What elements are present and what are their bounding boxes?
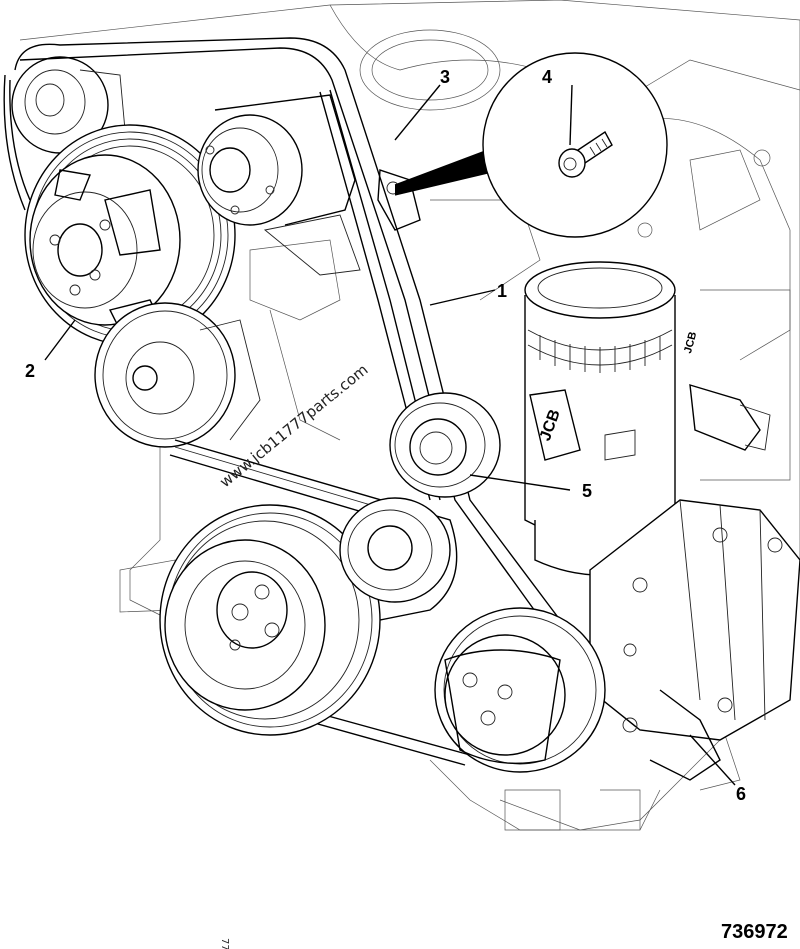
main-belt [3, 37, 611, 701]
callout-leaders [44, 84, 736, 786]
callout-label-6: 6 [736, 784, 746, 804]
watermark-text: www.jcb11777parts.com [216, 361, 371, 492]
bolt-icon [558, 130, 613, 178]
tensioner-pulley [197, 94, 361, 276]
compressor-bracket [649, 689, 721, 781]
figure-number: 736972 [721, 921, 788, 943]
callout-label-3: 3 [440, 67, 450, 87]
side-decal-brand: JCB [682, 330, 699, 354]
crank-pulley [24, 124, 236, 346]
bolt-detail-view [394, 52, 668, 238]
idler-pulley [389, 392, 501, 498]
large-lower-pulley [159, 504, 381, 736]
ac-compressor [589, 499, 800, 741]
compressor-pulley [434, 607, 606, 773]
inner-idler-pulley [339, 497, 451, 603]
callout-label-2: 2 [25, 361, 35, 381]
alternator-pulley [11, 56, 126, 154]
callout-label-5: 5 [582, 481, 592, 501]
callout-label-1: 1 [497, 281, 507, 301]
callout-label-4: 4 [542, 67, 552, 87]
water-pump-pulley [94, 302, 261, 448]
sensor-connector [689, 384, 771, 451]
engine-block-background [19, 0, 800, 831]
corner-mark: 77 [219, 938, 230, 949]
